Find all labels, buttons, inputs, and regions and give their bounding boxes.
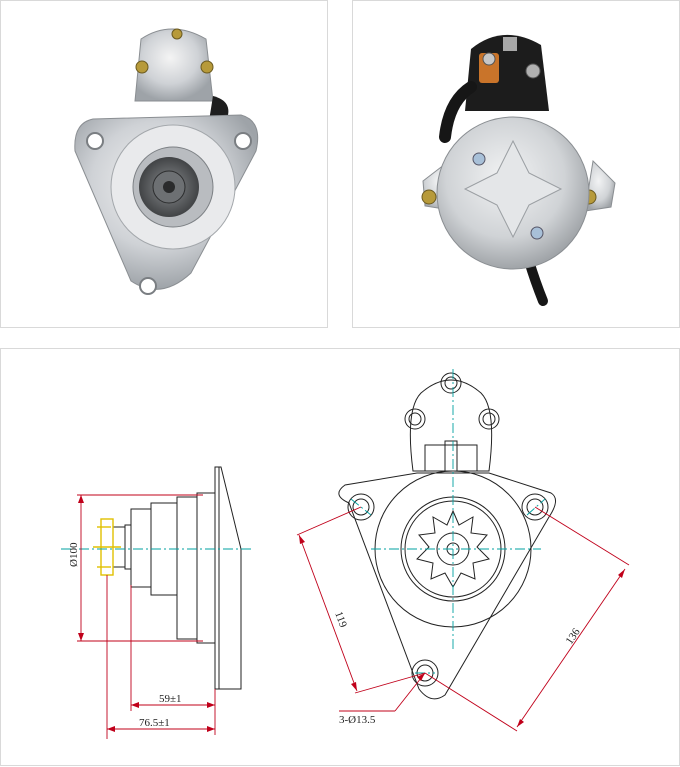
holes-label: 3-Ø13.5 (339, 714, 376, 726)
diameter-label: Ø100 (68, 542, 80, 567)
length-76-5-label: 76.5±1 (139, 717, 170, 729)
drawing-canvas: Ø100 59±1 76.5±1 (61, 369, 630, 739)
side-view (113, 466, 242, 690)
side-dimensions (77, 494, 216, 739)
starter-rear-image (421, 34, 616, 306)
front-view (338, 372, 556, 700)
front-dimension-arrows (299, 535, 625, 727)
dimension-136-label: 136 (564, 626, 583, 647)
front-dimensions (296, 506, 630, 732)
starter-front-photo (0, 0, 328, 328)
starter-front-image (74, 28, 259, 295)
dimension-119-label: 119 (332, 610, 349, 630)
side-dimension-arrows (78, 495, 215, 732)
technical-drawing: Ø100 59±1 76.5±1 (0, 348, 680, 766)
length-59-label: 59±1 (159, 693, 182, 705)
starter-rear-photo (352, 0, 680, 328)
